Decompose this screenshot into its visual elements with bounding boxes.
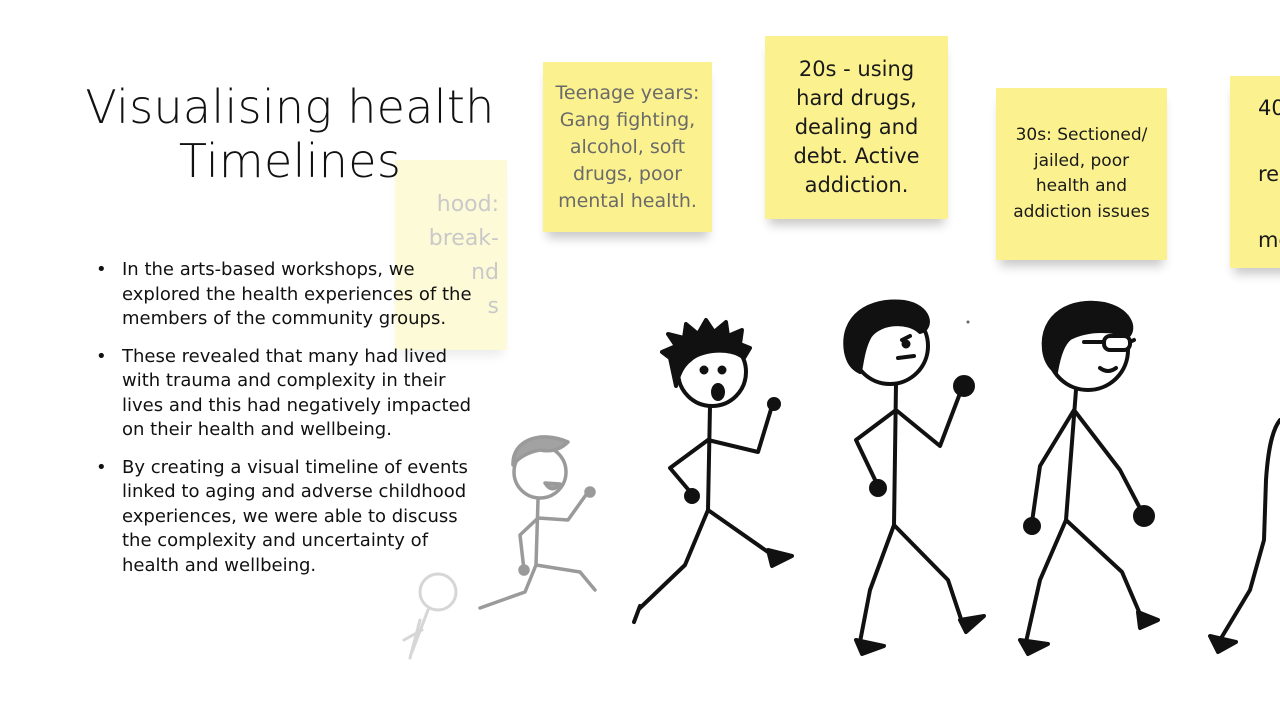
note-line: drugs, poor — [572, 162, 683, 185]
thirties-figure — [1018, 300, 1160, 656]
title-line-1: Visualising health — [85, 80, 495, 134]
note-line: debt. Active — [793, 144, 920, 168]
note-line: health and — [1035, 176, 1128, 196]
note-line: 40 — [1258, 96, 1280, 120]
note-line: 30s: Sectioned/ — [1015, 125, 1148, 145]
stick-figures-illustration — [402, 299, 1280, 660]
note-line: Teenage years: — [555, 81, 700, 104]
note-line: break- — [428, 226, 499, 251]
note-line: alcohol, soft — [569, 135, 686, 158]
note-line: b — [1258, 125, 1280, 158]
child-figure — [478, 435, 597, 610]
bullet-list: In the arts-based workshops, we explored… — [96, 258, 488, 591]
note-line: mental health. — [558, 189, 697, 212]
teen-figure — [632, 318, 794, 624]
sticky-note-twenties: 20s - using hard drugs, dealing and debt… — [765, 36, 948, 219]
sticky-note-forties: 40 b rec a me — [1230, 76, 1280, 268]
bullet-item: In the arts-based workshops, we explored… — [96, 258, 488, 332]
note-line: hard drugs, — [796, 86, 917, 110]
note-line: 20s - using — [798, 57, 915, 81]
bullet-item: By creating a visual timeline of events … — [96, 456, 488, 579]
note-line: hood: — [436, 192, 499, 217]
title-line-2: Timelines — [178, 134, 402, 188]
note-line: s — [487, 294, 499, 319]
note-line: addiction. — [804, 173, 909, 197]
forties-figure — [1208, 418, 1280, 654]
note-line: rec — [1258, 162, 1280, 186]
bullet-item: These revealed that many had lived with … — [96, 345, 488, 443]
note-line: dealing and — [794, 115, 919, 139]
sticky-note-teenage: Teenage years: Gang fighting, alcohol, s… — [543, 62, 712, 232]
note-line: Gang fighting, — [559, 108, 696, 131]
sticky-note-thirties: 30s: Sectioned/ jailed, poor health and … — [996, 88, 1167, 260]
note-line: jailed, poor — [1033, 150, 1130, 171]
note-line: a — [1258, 191, 1280, 224]
slide-title: Visualising health Timelines — [60, 80, 520, 188]
note-line: me — [1258, 228, 1280, 252]
note-line: addiction issues — [1013, 201, 1150, 222]
twenties-figure — [843, 299, 986, 656]
